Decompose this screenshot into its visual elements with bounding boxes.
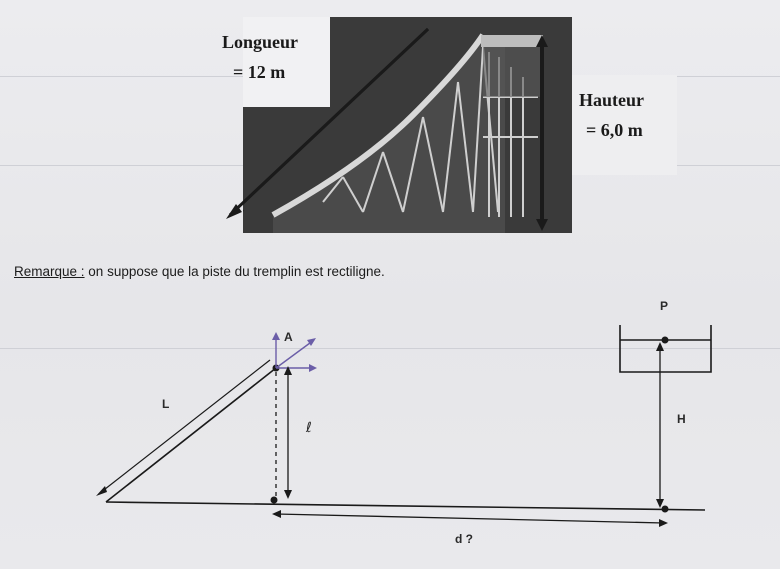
label-l: ℓ [306,420,312,436]
remark-body: on suppose que la piste du tremplin est … [84,264,385,279]
length-arrow [226,27,430,219]
remark-prefix: Remarque : [14,264,85,279]
physics-diagram: A P L ℓ H d ? [0,290,780,564]
remark-text: Remarque : on suppose que la piste du tr… [14,264,385,279]
label-P: P [660,299,669,313]
label-d: d ? [455,532,473,546]
length-value: = 12 m [233,62,286,82]
ramp-line [105,367,277,503]
pool-box [619,325,712,373]
height-label-box [572,75,677,175]
diagram-drawing [96,325,712,527]
ground-line [105,501,706,511]
label-H: H [677,412,686,426]
point-landing [661,505,669,513]
length-L-arrow [99,359,271,494]
label-L: L [162,397,170,411]
point-base [270,496,278,504]
label-A: A [284,330,293,344]
point-P [661,336,669,344]
ruled-line [0,348,780,349]
height-label: Hauteur [579,90,644,110]
length-label-box [243,17,330,107]
height-value: = 6,0 m [586,120,643,140]
length-label: Longueur [222,32,299,52]
